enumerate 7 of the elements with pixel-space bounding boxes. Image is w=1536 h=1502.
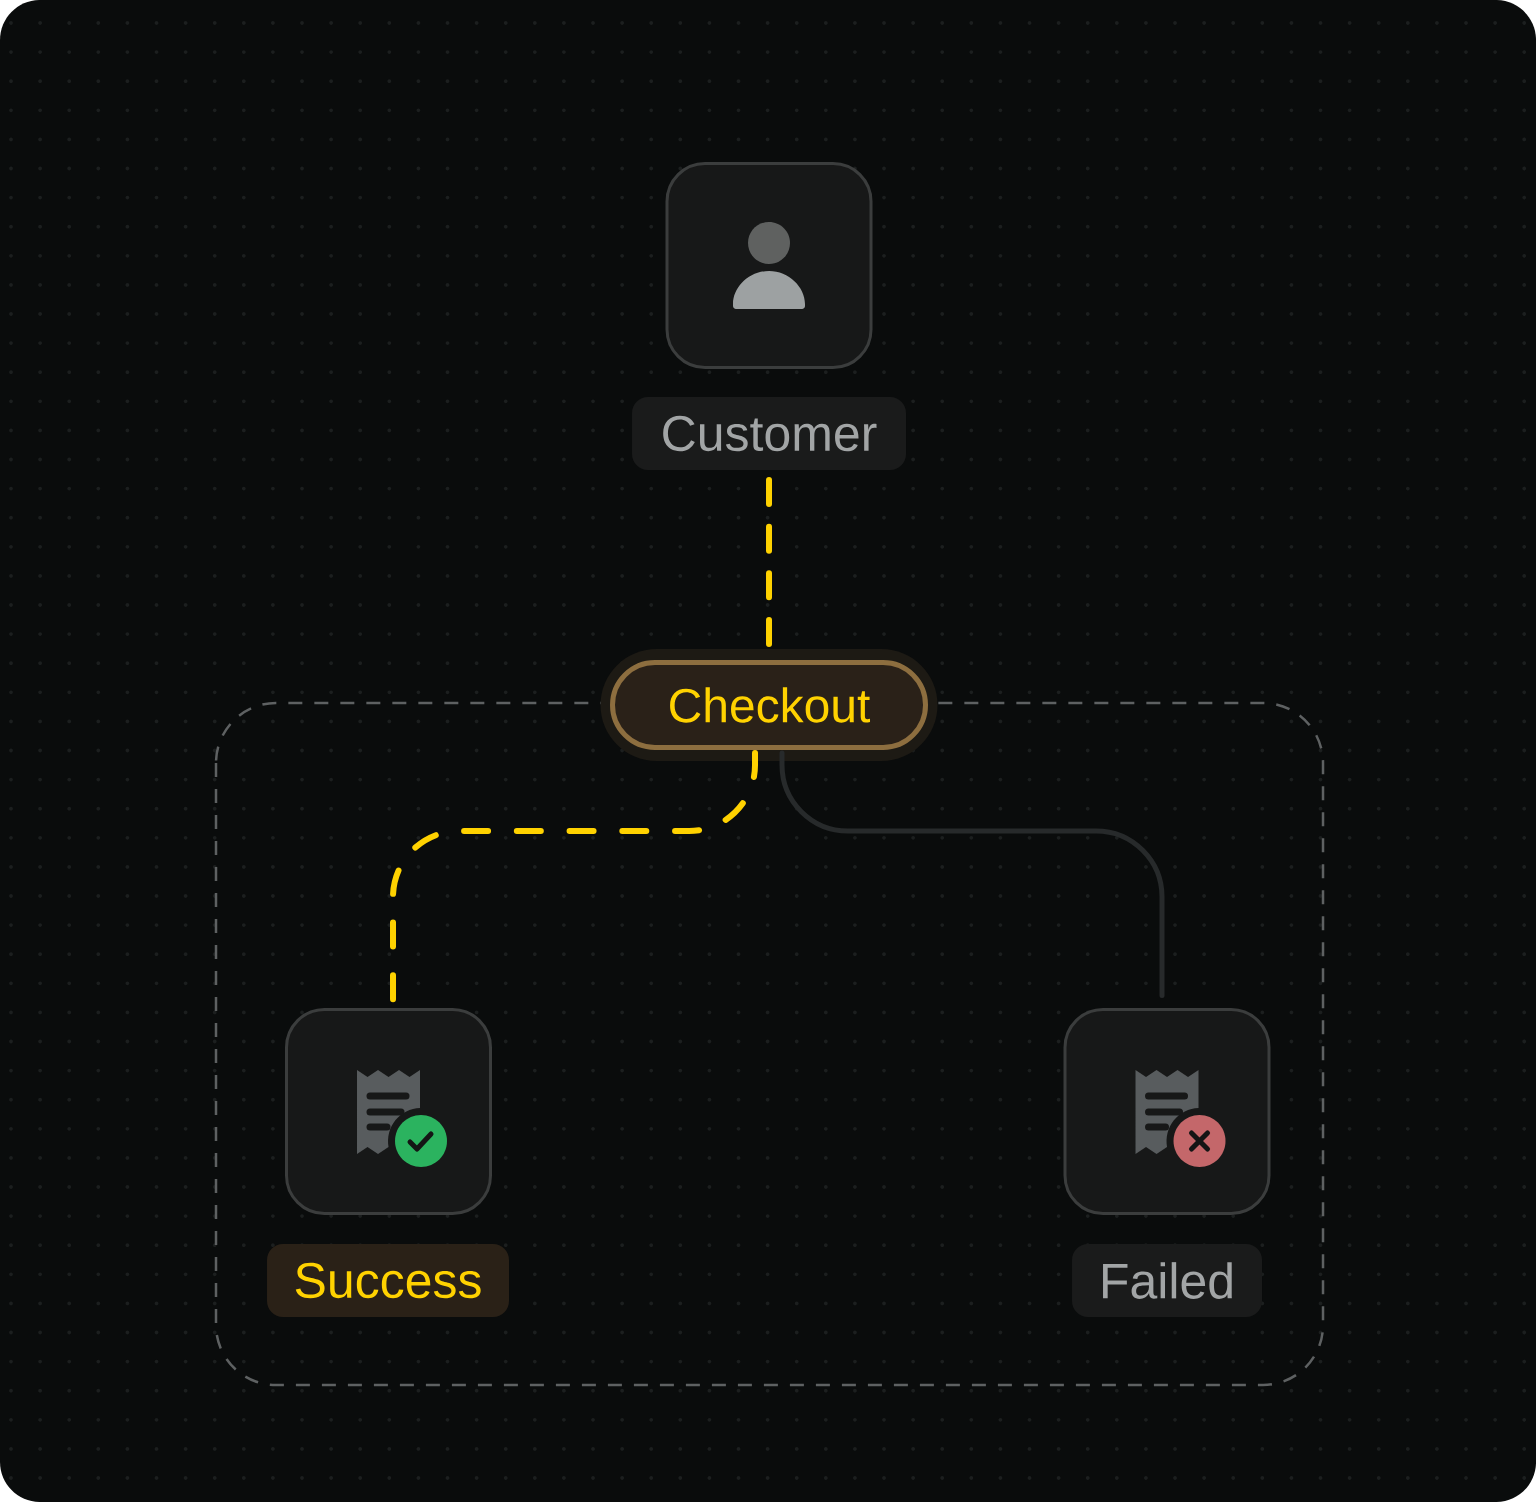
node-label: Success [267,1244,509,1317]
connector [766,477,772,647]
process-pill: Checkout [600,649,938,761]
node-label: Customer [632,397,906,470]
node-label: Failed [1072,1244,1262,1317]
connector [779,750,1165,998]
connector [390,750,758,1003]
